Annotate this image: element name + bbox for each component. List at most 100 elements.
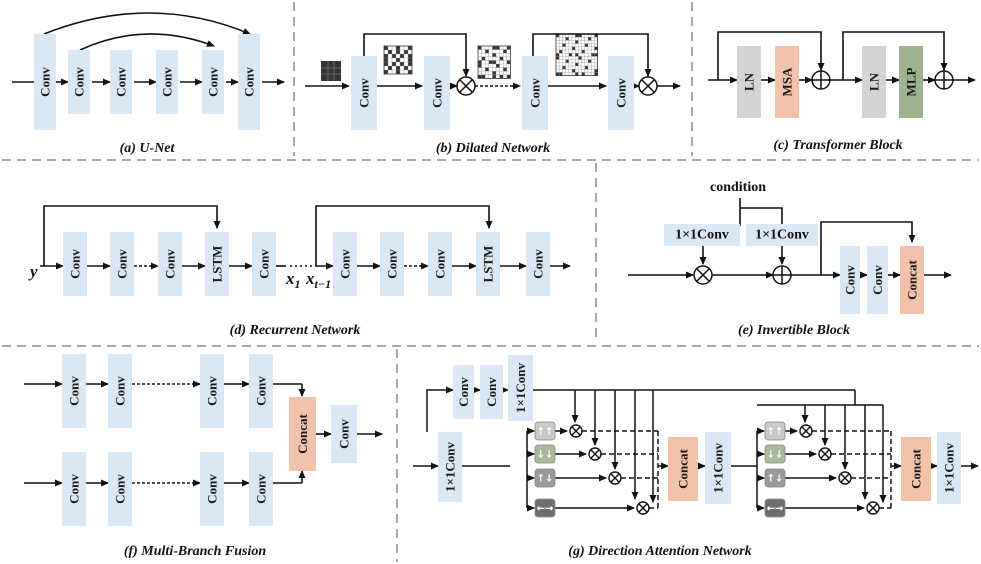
recurrent-lstm-block-label: LSTM: [210, 246, 225, 283]
caption-dilated: (b) Dilated Network: [436, 141, 550, 156]
invertible-concat-block: Concat: [900, 246, 924, 314]
unet-conv-block-label: Conv: [160, 67, 175, 97]
transformer-msa-block-label: MSA: [780, 67, 795, 97]
direction-kernel-icon: ↓↓: [534, 444, 556, 464]
caption-multibranch: (f) Multi-Branch Fusion: [124, 544, 267, 559]
branch1-conv-block: Conv: [249, 354, 273, 428]
dan-conv-block-2: Conv: [480, 365, 503, 419]
dilated-conv-block-label: Conv: [614, 78, 629, 108]
recurrent-conv-block-label: Conv: [68, 249, 83, 279]
direction-kernel-icon: ↑↑: [534, 421, 556, 441]
branch1-conv-block-label: Conv: [113, 376, 128, 406]
dan-1x1conv-block-2: 1×1Conv: [438, 432, 462, 502]
recurrent-conv-block-label: Conv: [115, 249, 130, 279]
dilated-conv-block: Conv: [608, 56, 634, 130]
transformer-ln-block: LN: [737, 46, 761, 118]
invertible-1x1conv-block-label: 1×1Conv: [675, 228, 729, 243]
recurrent-conv-block: Conv: [252, 232, 276, 296]
dilated-conv-block: Conv: [351, 56, 377, 130]
x1-label: x1: [285, 269, 301, 291]
recurrent-lstm-block-2-label: LSTM: [481, 246, 496, 283]
transformer-ln-block-2-label: LN: [867, 72, 882, 91]
kernel-3x3-icon: [321, 61, 341, 81]
unet-conv-block-label: Conv: [114, 67, 129, 97]
dan-1x1conv-block-2-label: 1×1Conv: [443, 441, 458, 492]
multiply-icon: [569, 424, 583, 438]
fusion-conv-block-label: Conv: [337, 419, 352, 449]
unet-conv-block: Conv: [156, 50, 178, 114]
branch1-conv-block-label: Conv: [67, 376, 82, 406]
direction-kernel-icon: ↓↓: [764, 444, 786, 464]
unet-conv-block: Conv: [68, 50, 90, 114]
direction-kernel-icon: ↑↓: [764, 468, 786, 488]
branch1-conv-block-label: Conv: [205, 376, 220, 406]
dan-1x1conv-block-label: 1×1Conv: [513, 362, 528, 413]
dan-concat-block-2: Concat: [901, 437, 931, 501]
unet-conv-block: Conv: [238, 34, 260, 130]
svg-text:↓↓: ↓↓: [767, 450, 784, 461]
unet-conv-block: Conv: [34, 34, 56, 130]
branch2-conv-block-label: Conv: [67, 474, 82, 504]
recurrent-conv-block-label: Conv: [163, 249, 178, 279]
recurrent-conv-block: Conv: [158, 232, 182, 296]
dan-concat-block-label: Concat: [676, 448, 691, 488]
svg-text:↑↑: ↑↑: [537, 427, 554, 438]
svg-text:↑↓: ↑↓: [767, 474, 784, 485]
dan-1x1conv-block-3-label: 1×1Conv: [711, 442, 726, 493]
recurrent-conv-block-label: Conv: [385, 249, 400, 279]
svg-text:↑↑: ↑↑: [767, 427, 784, 438]
panel-unet: [12, 12, 285, 86]
panel-transformer: [708, 31, 976, 90]
branch2-conv-block-label: Conv: [205, 474, 220, 504]
dan-1x1conv-block-3: 1×1Conv: [705, 432, 731, 504]
dilated-kernel-icon-2: [477, 45, 511, 79]
direction-kernel-icon: ←→: [534, 498, 556, 518]
invertible-conv-block-label: Conv: [843, 265, 858, 295]
dan-1x1conv-block-4: 1×1Conv: [937, 432, 961, 504]
recurrent-lstm-block-2: LSTM: [476, 232, 500, 296]
dan-1x1conv-block-4-label: 1×1Conv: [942, 442, 957, 493]
dan-concat-block-2-label: Concat: [909, 448, 924, 488]
panel-direction-attention: ↑↑ ↓↓ ↑↓ ←→ ↑↑ ↓↓ ↑↓ ←→: [413, 386, 979, 518]
panel-dilated: [305, 33, 681, 96]
dilated-conv-block: Conv: [424, 56, 450, 130]
dan-conv-block-2-label: Conv: [484, 377, 499, 407]
recurrent-conv-block: Conv: [333, 232, 357, 296]
branch2-conv-block: Conv: [200, 452, 224, 526]
multiply-icon: [638, 76, 658, 96]
svg-text:←→: ←→: [767, 504, 784, 515]
branch1-conv-block: Conv: [200, 354, 224, 428]
invertible-conv-block: Conv: [840, 246, 860, 314]
caption-recurrent: (d) Recurrent Network: [230, 323, 361, 338]
branch1-conv-block: Conv: [108, 354, 132, 428]
recurrent-conv-block-label: Conv: [433, 249, 448, 279]
branch2-conv-block: Conv: [108, 452, 132, 526]
fusion-concat-block-label: Concat: [295, 413, 310, 453]
branch2-conv-block-label: Conv: [254, 474, 269, 504]
recurrent-conv-block: Conv: [63, 232, 87, 296]
multiply-icon: [608, 471, 622, 485]
caption-direction-attention: (g) Direction Attention Network: [568, 544, 751, 559]
add-icon: [811, 70, 831, 90]
dan-conv-block: Conv: [453, 365, 474, 419]
recurrent-conv-block: Conv: [526, 232, 550, 296]
direction-kernel-icon: ↑↓: [534, 468, 556, 488]
multiply-icon: [799, 424, 813, 438]
unet-conv-block-label: Conv: [72, 67, 87, 97]
multiply-icon: [693, 265, 713, 285]
recurrent-conv-block-label: Conv: [338, 249, 353, 279]
svg-text:↑↓: ↑↓: [537, 474, 554, 485]
transformer-mlp-block: MLP: [899, 46, 923, 118]
transformer-ln-block-label: LN: [742, 72, 757, 91]
direction-kernel-icon: ←→: [764, 498, 786, 518]
condition-label: condition: [710, 180, 766, 195]
recurrent-conv-block-label: Conv: [531, 249, 546, 279]
dilated-conv-block-label: Conv: [430, 78, 445, 108]
xt-label: xt−1: [305, 269, 331, 291]
fusion-conv-block: Conv: [331, 405, 357, 463]
panel-recurrent: [40, 205, 571, 270]
branch2-conv-block: Conv: [249, 452, 273, 526]
unet-conv-block: Conv: [110, 50, 132, 114]
branch2-conv-block: Conv: [62, 452, 86, 526]
